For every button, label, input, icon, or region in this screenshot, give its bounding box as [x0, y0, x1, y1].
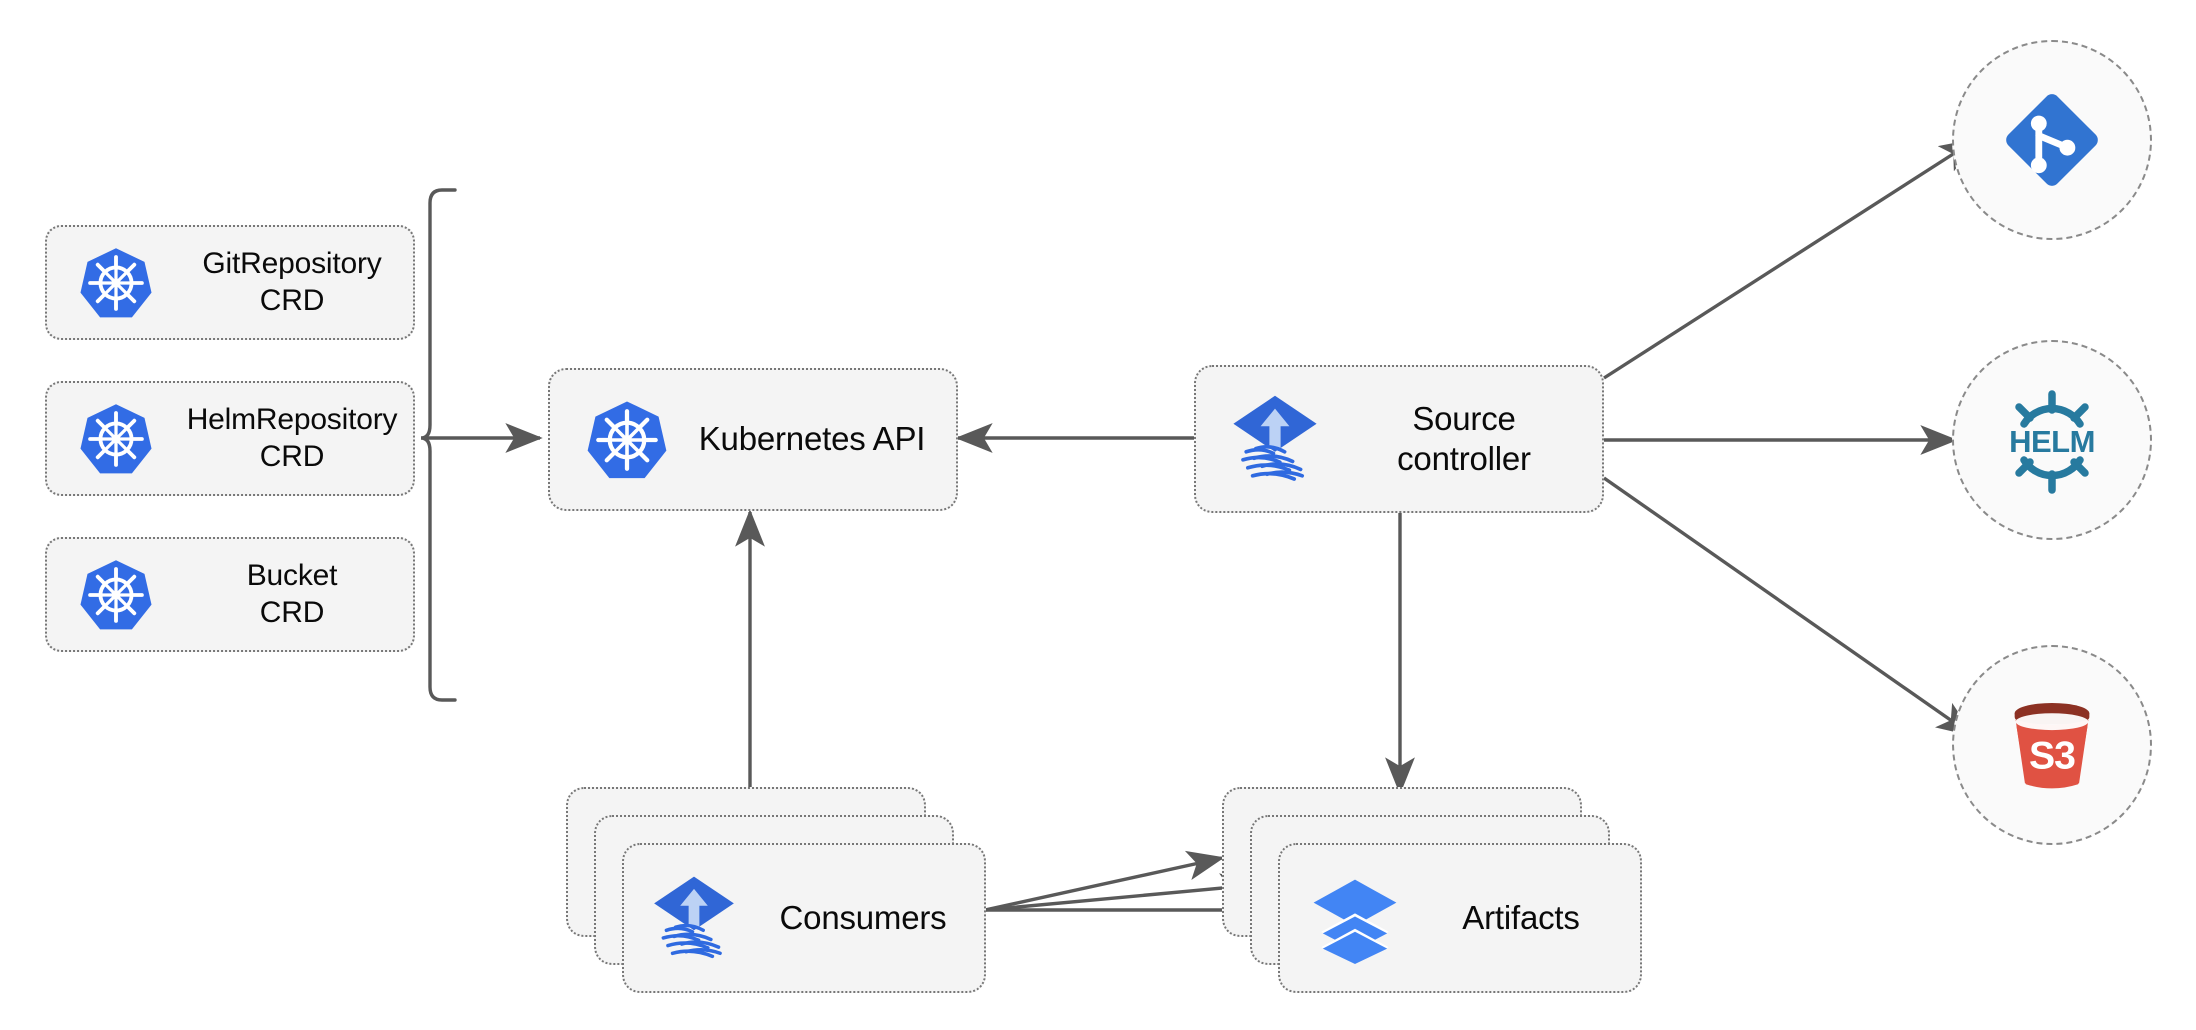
node-kubernetes-api[interactable]: Kubernetes API: [548, 368, 958, 511]
edge-consumers-to-artifacts-top: [984, 850, 1225, 912]
crd-label: HelmRepository CRD: [186, 402, 398, 473]
kubernetes-icon: [61, 402, 171, 476]
kubernetes-icon: [568, 399, 686, 481]
crd-group-bracket: [420, 188, 457, 702]
crd-label: GitRepository CRD: [202, 246, 382, 317]
s3-bucket-icon: S3: [1996, 689, 2108, 801]
source-circle-git[interactable]: [1952, 40, 2152, 240]
node-artifacts[interactable]: Artifacts: [1278, 843, 1642, 993]
node-label: Kubernetes API: [698, 420, 926, 458]
node-source-controller[interactable]: Source controller: [1194, 365, 1604, 513]
kubernetes-icon: [61, 558, 171, 632]
crd-label: Bucket CRD: [246, 558, 338, 629]
svg-text:S3: S3: [2029, 734, 2075, 777]
source-circle-s3[interactable]: S3: [1952, 645, 2152, 845]
svg-text:HELM: HELM: [2009, 424, 2095, 459]
flux-icon: [634, 872, 754, 964]
edge-source-controller-to-git: [1603, 138, 1978, 380]
node-consumers[interactable]: Consumers: [622, 843, 986, 993]
crd-card-bucket[interactable]: Bucket CRD: [45, 537, 415, 652]
layers-icon: [1292, 872, 1418, 964]
node-label: Consumers: [779, 898, 947, 936]
crd-card-gitrepository[interactable]: GitRepository CRD: [45, 225, 415, 340]
helm-icon: HELM: [1992, 380, 2112, 500]
kubernetes-icon: [61, 246, 171, 320]
git-icon: [1997, 85, 2107, 195]
node-label: Source controller: [1397, 399, 1531, 477]
source-circle-helm[interactable]: HELM: [1952, 340, 2152, 540]
edge-source-controller-to-s3: [1603, 476, 1975, 737]
crd-card-helmrepository[interactable]: HelmRepository CRD: [45, 381, 415, 496]
edge-consumers-to-artifacts-middle: [984, 873, 1258, 912]
flux-icon: [1210, 391, 1340, 487]
node-label: Artifacts: [1462, 898, 1580, 936]
